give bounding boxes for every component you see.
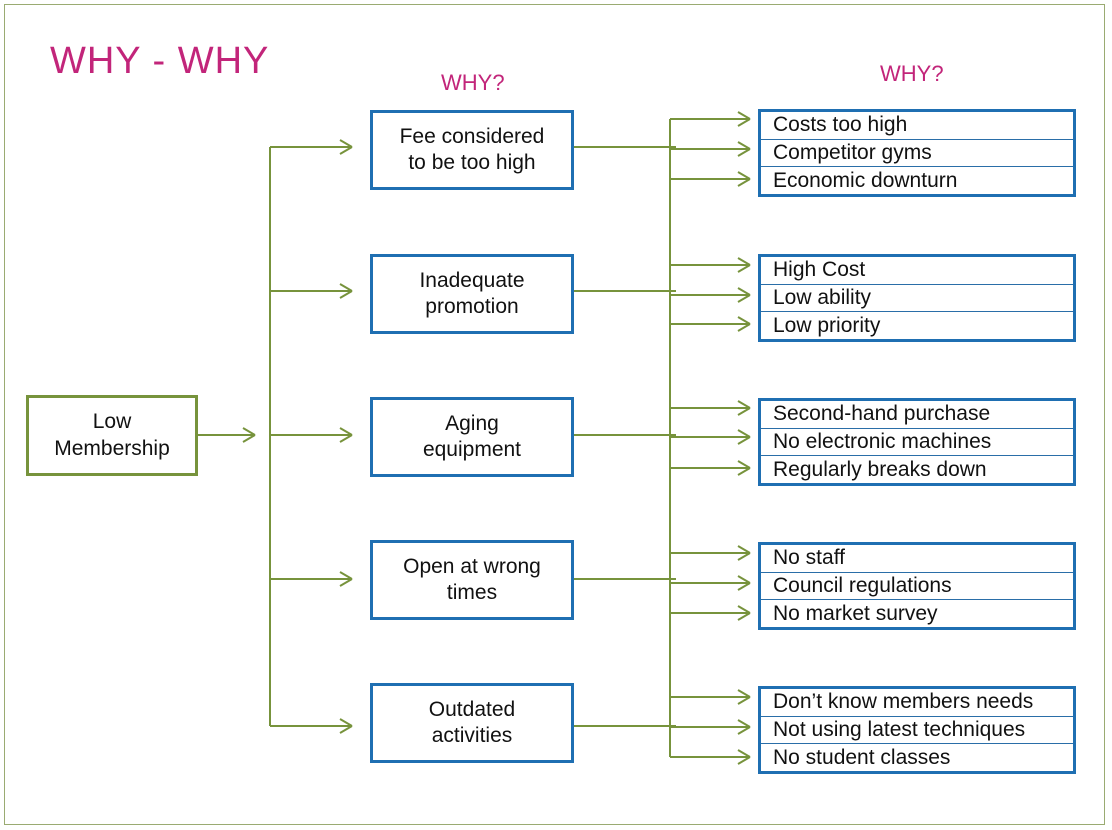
why-label-level-2: WHY? <box>880 61 944 86</box>
arrowhead <box>737 726 751 735</box>
arrowhead <box>737 178 751 187</box>
arrowhead <box>737 467 751 476</box>
arrowhead <box>737 545 751 554</box>
arrowhead <box>339 290 353 299</box>
reason-item: Don’t know members needs <box>761 689 1073 717</box>
arrowhead <box>339 427 353 436</box>
arrowhead <box>737 605 751 614</box>
arrowhead <box>339 146 353 155</box>
arrowhead <box>737 323 751 332</box>
reason-group-fee: Costs too high Competitor gyms Economic … <box>758 109 1076 197</box>
cause-box-equipment: Aging equipment <box>370 397 574 477</box>
reason-item: Not using latest techniques <box>761 717 1073 745</box>
arrowhead <box>737 141 751 150</box>
cause-line-1: Inadequate <box>419 268 525 292</box>
arrowhead <box>737 294 751 303</box>
arrowhead <box>737 575 751 584</box>
arrowhead <box>737 552 751 561</box>
arrowhead <box>737 756 751 765</box>
arrowhead <box>339 571 353 580</box>
arrowhead <box>737 696 751 705</box>
arrowhead <box>339 725 353 734</box>
arrowhead <box>737 612 751 621</box>
cause-line-2: equipment <box>422 438 522 461</box>
arrowhead <box>339 283 353 292</box>
arrowhead <box>737 407 751 416</box>
cause-box-activities: Outdated activities <box>370 683 574 763</box>
arrowhead <box>737 719 751 728</box>
arrowhead <box>737 171 751 180</box>
cause-line-2: activities <box>431 724 513 747</box>
reason-group-equipment: Second-hand purchase No electronic machi… <box>758 398 1076 486</box>
cause-line-2: promotion <box>425 295 519 318</box>
arrowhead <box>737 436 751 445</box>
reason-item: Council regulations <box>761 573 1073 601</box>
reason-item: No staff <box>761 545 1073 573</box>
reason-item: No market survey <box>773 601 938 625</box>
arrowhead <box>737 148 751 157</box>
arrowhead <box>339 578 353 587</box>
arrowhead <box>737 287 751 296</box>
slide-frame <box>4 4 1105 825</box>
cause-box-promotion: Inadequate promotion <box>370 254 574 334</box>
cause-box-times: Open at wrong times <box>370 540 574 620</box>
reason-item: Costs too high <box>761 112 1073 140</box>
arrowhead <box>737 749 751 758</box>
cause-box-fee: Fee considered to be too high <box>370 110 574 190</box>
reason-group-promotion: High Cost Low ability Low priority <box>758 254 1076 342</box>
arrowhead <box>737 460 751 469</box>
arrowhead <box>242 427 256 436</box>
root-line-1: Low <box>92 410 132 434</box>
arrowhead <box>737 257 751 266</box>
arrowhead <box>737 111 751 120</box>
arrowhead <box>339 434 353 443</box>
reason-item: Economic downturn <box>773 168 958 192</box>
arrowhead <box>339 139 353 148</box>
arrowhead <box>737 316 751 325</box>
reason-item: Low priority <box>773 313 881 337</box>
diagram-title: WHY - WHY <box>50 40 270 82</box>
arrowhead <box>737 118 751 127</box>
cause-line-1: Open at wrong <box>403 554 541 578</box>
arrowhead <box>737 429 751 438</box>
cause-line-1: Outdated <box>428 697 516 721</box>
reason-item: Low ability <box>761 285 1073 313</box>
root-line-2: Membership <box>54 436 170 460</box>
reason-group-times: No staff Council regulations No market s… <box>758 542 1076 630</box>
arrowhead <box>737 400 751 409</box>
reason-item: High Cost <box>761 257 1073 285</box>
cause-line-1: Fee considered <box>399 124 545 148</box>
reason-item: Second-hand purchase <box>761 401 1073 429</box>
arrowhead <box>339 718 353 727</box>
arrowhead <box>737 689 751 698</box>
arrowhead <box>737 264 751 273</box>
reason-item: Regularly breaks down <box>773 457 987 481</box>
why-label-level-1: WHY? <box>441 70 505 95</box>
arrowhead <box>737 582 751 591</box>
reason-item: Competitor gyms <box>761 140 1073 168</box>
root-problem-box: Low Membership <box>26 395 198 476</box>
cause-line-2: to be too high <box>408 151 536 174</box>
arrowhead <box>242 434 256 443</box>
reason-item: No student classes <box>773 745 951 769</box>
cause-line-1: Aging <box>445 411 499 435</box>
reason-item: No electronic machines <box>761 429 1073 457</box>
cause-line-2: times <box>446 581 498 604</box>
reason-group-activities: Don’t know members needs Not using lates… <box>758 686 1076 774</box>
